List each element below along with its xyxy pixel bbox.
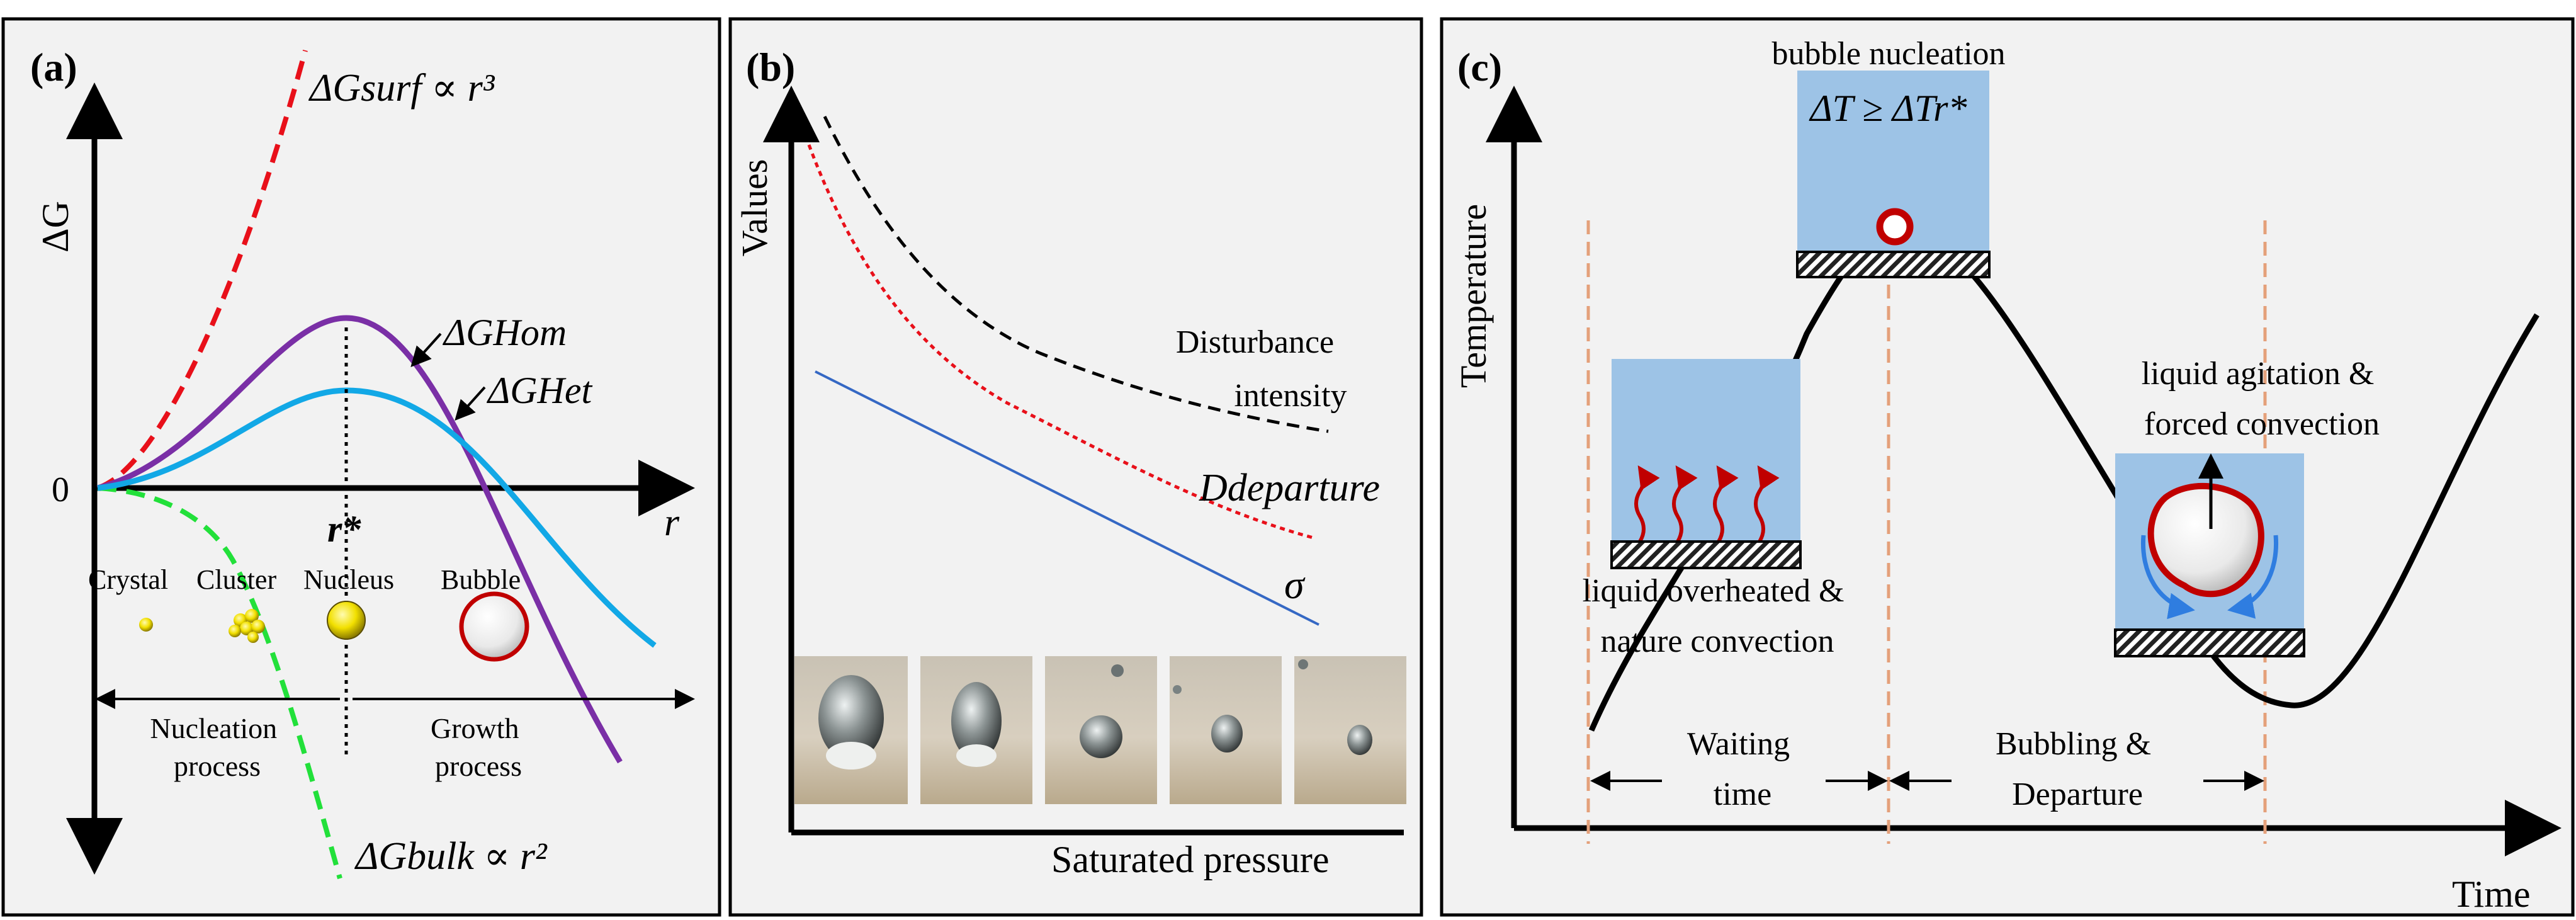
het-curve <box>97 387 657 648</box>
bubble-photo <box>794 656 908 804</box>
d-departure-label: Ddeparture <box>1199 467 1380 509</box>
stage-crystal-label: Crystal <box>88 564 168 595</box>
bubble-photo <box>1045 656 1157 804</box>
panel-b-label: (b) <box>746 45 795 89</box>
panel-c-label: (c) <box>1457 45 1502 89</box>
panel-b-y-axis-label: Values <box>734 159 775 257</box>
panel-a-label: (a) <box>30 45 77 89</box>
waiting-time-label: Waiting time <box>1687 726 1798 812</box>
hom-label: ΔGHom <box>443 312 567 353</box>
agitation-label: liquid agitation & forced convection <box>2142 356 2383 442</box>
panel-c-y-axis-label: Temperature <box>1453 204 1494 388</box>
bubble-photo <box>1170 656 1282 804</box>
crystal-dot <box>139 618 153 632</box>
departing-bubble <box>2147 482 2264 598</box>
stage-bubble-label: Bubble <box>441 564 521 595</box>
nucleation-process-label: Nucleation process <box>150 712 284 782</box>
small-bubble <box>1876 208 1914 246</box>
stage-cluster-label: Cluster <box>196 564 276 595</box>
convection-arrow-left <box>2140 535 2195 620</box>
panel-b: (b) Values Saturated pressure Disturbanc… <box>728 17 1423 917</box>
panel-a: (a) ΔG 0 r r* ΔGsurf ∝ r³ ΔGbulk ∝ r² ΔG… <box>1 17 721 917</box>
surf-curve <box>96 49 308 491</box>
panel-c: (c) Temperature Time bubble nucleation Δ… <box>1440 17 2575 917</box>
sigma-label: σ <box>1284 562 1306 607</box>
bubbling-departure-label: Bubbling & Departure <box>1996 726 2159 812</box>
bubble-photo <box>920 656 1032 804</box>
stage-nucleus-label: Nucleus <box>303 564 394 595</box>
panel-a-origin-label: 0 <box>52 470 69 509</box>
convection-arrow-right <box>2227 535 2279 619</box>
agitation-heater <box>2114 628 2305 657</box>
het-pointer <box>455 386 486 421</box>
cluster-dots <box>229 609 265 643</box>
nucleus-sphere <box>327 601 366 640</box>
disturbance-label: Disturbance intensity <box>1176 324 1347 414</box>
r-star-label: r* <box>327 508 361 550</box>
het-label: ΔGHet <box>487 370 593 411</box>
hom-pointer <box>410 332 442 367</box>
panel-a-y-axis-label: ΔG <box>35 201 76 253</box>
bulk-curve <box>97 486 342 880</box>
panel-c-x-axis-label: Time <box>2452 873 2531 915</box>
d-departure-curve <box>807 144 1316 540</box>
nucleation-title: bubble nucleation <box>1771 36 2005 72</box>
overheat-label: liquid overheated & nature convection <box>1583 573 1853 659</box>
bubble-sphere <box>459 591 529 662</box>
bubble-photo <box>1294 656 1406 804</box>
bubble-photo-strip <box>794 656 1406 804</box>
heat-wave-arrows <box>1634 465 1780 543</box>
overheat-heater <box>1610 540 1802 569</box>
disturbance-curve <box>823 115 1329 433</box>
growth-process-label: Growth process <box>431 712 526 782</box>
panel-b-x-axis-label: Saturated pressure <box>1051 839 1330 880</box>
panel-a-x-axis-label: r <box>664 501 680 544</box>
nucleation-condition: ΔT ≥ ΔTr* <box>1809 88 1967 129</box>
surf-label: ΔGsurf ∝ r³ <box>308 67 495 110</box>
bulk-label: ΔGbulk ∝ r² <box>354 835 548 878</box>
overheat-box <box>1612 359 1800 542</box>
hom-curve <box>96 315 623 764</box>
panel-a-frame <box>1 17 721 917</box>
nucleation-heater <box>1796 251 1991 278</box>
sigma-line <box>815 370 1319 626</box>
